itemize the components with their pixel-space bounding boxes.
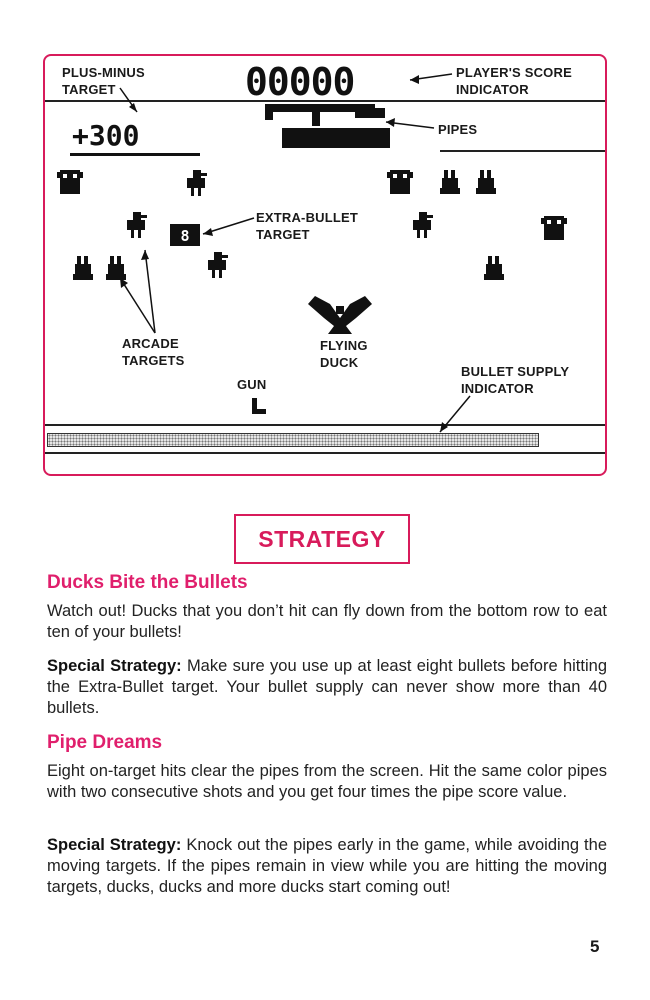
arrow-arcade-2 bbox=[119, 277, 156, 334]
rabbit-sprite bbox=[106, 256, 126, 280]
arrowhead-extra-bullet bbox=[203, 228, 213, 236]
label-players-score: PLAYER'S SCORE INDICATOR bbox=[456, 65, 572, 97]
game-screen-figure bbox=[43, 54, 607, 476]
ground-line bbox=[45, 424, 605, 426]
owl-sprite bbox=[541, 216, 567, 240]
arrowhead-arcade-2 bbox=[120, 278, 128, 288]
special-strategy-lead: Special Strategy: bbox=[47, 657, 182, 675]
duck-sprite bbox=[208, 252, 228, 278]
paragraph-pipes-1: Eight on-target hits clear the pipes fro… bbox=[47, 762, 607, 801]
extra-bullet-digit: 8 bbox=[180, 227, 189, 245]
rabbit-sprite bbox=[440, 170, 460, 194]
special-strategy-lead: Special Strategy: bbox=[47, 836, 182, 854]
label-pipes: PIPES bbox=[438, 122, 478, 137]
section-heading-pipes: Pipe Dreams bbox=[47, 732, 163, 753]
game-sprites-layer: 8 bbox=[57, 73, 567, 433]
gun-sprite bbox=[252, 398, 266, 414]
label-flying-duck: FLYING DUCK bbox=[320, 338, 368, 370]
duck-sprite bbox=[413, 212, 433, 238]
label-bullet-supply: BULLET SUPPLY INDICATOR bbox=[461, 364, 570, 396]
paragraph-ducks-1: Watch out! Ducks that you don’t hit can … bbox=[47, 602, 607, 641]
strategy-title-box: STRATEGY bbox=[234, 514, 410, 564]
label-arcade-targets: ARCADE TARGETS bbox=[122, 336, 185, 368]
rabbit-sprite bbox=[484, 256, 504, 280]
arrowhead-pipes bbox=[386, 118, 395, 127]
bullet-supply-bar bbox=[47, 433, 539, 447]
label-plus-minus-target: PLUS-MINUS TARGET bbox=[62, 65, 145, 97]
duck-sprite bbox=[127, 212, 147, 238]
rabbit-sprite bbox=[73, 256, 93, 280]
extra-bullet-target-sprite: 8 bbox=[170, 224, 200, 246]
rabbit-sprite bbox=[476, 170, 496, 194]
arrowhead-bullet-supply bbox=[440, 422, 448, 432]
strategy-title: STRATEGY bbox=[258, 525, 386, 552]
pipes-sprite bbox=[265, 104, 390, 148]
owl-sprite bbox=[387, 170, 413, 194]
arrow-arcade-1 bbox=[144, 249, 156, 334]
arrowhead-plus-minus bbox=[129, 103, 137, 112]
arrowhead-score bbox=[410, 75, 419, 84]
owl-sprite bbox=[57, 170, 83, 194]
label-extra-bullet-target: EXTRA-BULLET TARGET bbox=[256, 210, 359, 242]
score-indicator-digits: 00000 bbox=[245, 60, 355, 104]
flying-duck-sprite bbox=[308, 296, 372, 334]
arrowhead-arcade-1 bbox=[141, 250, 149, 260]
label-gun: GUN bbox=[237, 377, 267, 392]
pipes-shelf-line bbox=[440, 150, 605, 152]
plus-minus-value: +300 bbox=[72, 119, 140, 152]
section-heading-ducks: Ducks Bite the Bullets bbox=[47, 572, 248, 593]
plus-minus-underline bbox=[70, 153, 200, 156]
page-number: 5 bbox=[590, 937, 600, 956]
duck-sprite bbox=[187, 170, 207, 196]
bottom-divider bbox=[45, 452, 605, 454]
top-divider bbox=[45, 100, 605, 102]
paragraph-pipes-2: Special Strategy: Knock out the pipes ea… bbox=[47, 836, 607, 896]
paragraph-ducks-2: Special Strategy: Make sure you use up a… bbox=[47, 657, 607, 717]
